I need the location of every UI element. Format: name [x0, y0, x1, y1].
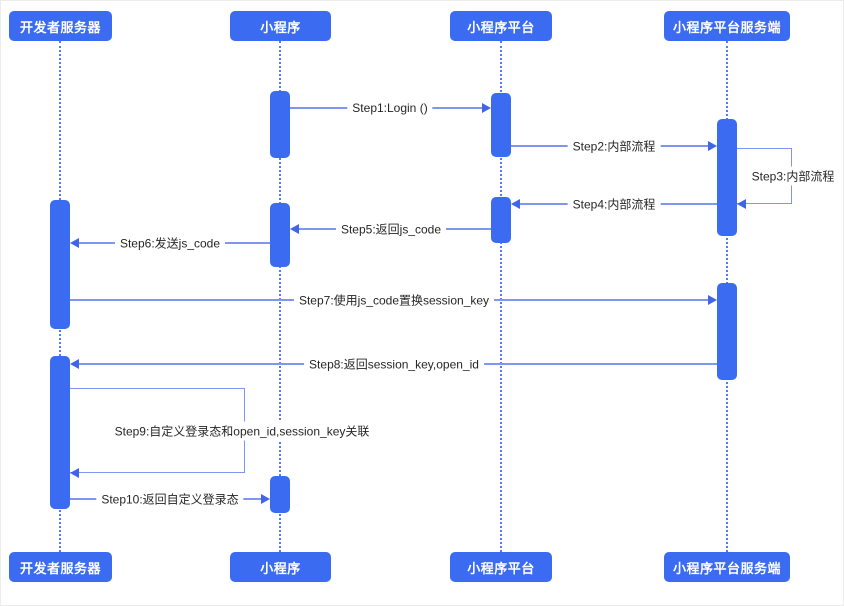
- arrowhead-step2-icon: [708, 141, 717, 151]
- arrowhead-step8-icon: [70, 359, 79, 369]
- activation-platform-server-2: [717, 283, 737, 380]
- actor-box-platform-server-bottom: 小程序平台服务端: [664, 552, 790, 582]
- actor-box-developer-server-bottom: 开发者服务器: [9, 552, 112, 582]
- activation-miniprogram-3: [270, 476, 290, 513]
- arrowhead-step6-icon: [70, 238, 79, 248]
- actor-box-developer-server-top: 开发者服务器: [9, 11, 112, 41]
- message-label-step6: Step6:发送js_code: [114, 233, 226, 253]
- actor-box-miniprogram-bottom: 小程序: [230, 552, 331, 582]
- arrowhead-step1-icon: [482, 103, 491, 113]
- activation-platform-2: [491, 197, 511, 243]
- activation-developer-server-1: [50, 200, 70, 329]
- actor-box-miniprogram-top: 小程序: [230, 11, 331, 41]
- message-label-step10: Step10:返回自定义登录态: [96, 489, 244, 509]
- message-label-step3: Step3:内部流程: [746, 166, 840, 186]
- arrowhead-step3-icon: [737, 199, 746, 209]
- message-label-step7: Step7:使用js_code置换session_key: [293, 290, 495, 310]
- arrowhead-step4-icon: [511, 199, 520, 209]
- lifeline-platform: [500, 41, 502, 552]
- message-label-step8: Step8:返回session_key,open_id: [304, 354, 484, 374]
- lifeline-miniprogram: [279, 41, 281, 552]
- arrowhead-step5-icon: [290, 224, 299, 234]
- message-label-step2: Step2:内部流程: [567, 136, 661, 156]
- actor-box-platform-server-top: 小程序平台服务端: [664, 11, 790, 41]
- activation-miniprogram-1: [270, 91, 290, 158]
- message-label-step5: Step5:返回js_code: [335, 219, 447, 239]
- activation-miniprogram-2: [270, 203, 290, 267]
- arrowhead-step9-icon: [70, 468, 79, 478]
- message-label-step4: Step4:内部流程: [567, 194, 661, 214]
- message-label-step1: Step1:Login (): [347, 100, 433, 116]
- arrowhead-step7-icon: [708, 295, 717, 305]
- activation-developer-server-2: [50, 356, 70, 509]
- activation-platform-1: [491, 93, 511, 157]
- arrowhead-step10-icon: [261, 494, 270, 504]
- message-label-step9: Step9:自定义登录态和open_id,session_key关联: [109, 421, 375, 441]
- actor-box-platform-bottom: 小程序平台: [450, 552, 552, 582]
- activation-platform-server-1: [717, 119, 737, 236]
- actor-box-platform-top: 小程序平台: [450, 11, 552, 41]
